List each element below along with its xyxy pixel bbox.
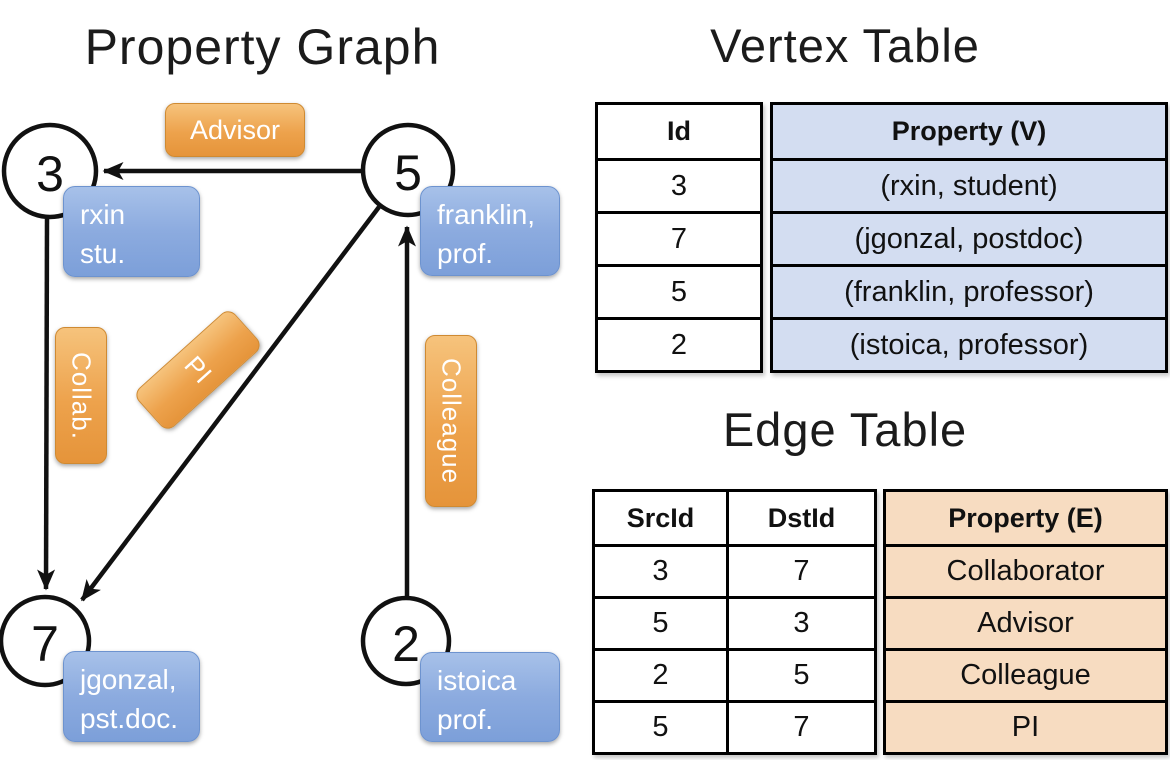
edge-dst-cell: 5 (726, 651, 874, 700)
table-row: 5 7 (595, 700, 874, 752)
edge-table-dstid-header: DstId (726, 492, 874, 544)
table-row: (franklin, professor) (773, 264, 1165, 317)
vertex-id-cell: 3 (670, 169, 688, 202)
edge-label-advisor-text: Advisor (189, 114, 281, 145)
table-row: Advisor (886, 596, 1165, 648)
edge-table-src-dst-columns: SrcId DstId 3 7 5 3 2 5 5 7 (592, 489, 877, 755)
edge-property-cell: Advisor (886, 599, 1165, 648)
table-row: (jgonzal, postdoc) (773, 211, 1165, 264)
edge-label-colleague: Colleague (425, 335, 477, 507)
vertex-property-cell: (istoica, professor) (773, 320, 1165, 370)
edge-table-title: Edge Table (722, 403, 968, 456)
edge-property-cell: Colleague (886, 651, 1165, 700)
vertex-box-rxin: rxin stu. (63, 186, 200, 277)
node-label-7: 7 (31, 616, 59, 672)
table-row: 2 5 (595, 648, 874, 700)
vertex-id-cell: 2 (670, 328, 688, 361)
node-label-2: 2 (392, 616, 420, 672)
table-row: (rxin, student) (773, 158, 1165, 211)
table-row: 5 3 (595, 596, 874, 648)
edge-label-collab-text: Collab. (66, 351, 97, 440)
vertex-box-jgonzal: jgonzal, pst.doc. (63, 651, 200, 742)
vertex-id-cell: 5 (670, 275, 688, 308)
node-label-3: 3 (36, 146, 64, 202)
edge-table-srcid-header: SrcId (626, 502, 695, 533)
edge-src-cell: 3 (652, 555, 669, 587)
node-label-5: 5 (394, 145, 422, 201)
table-row: Collaborator (886, 544, 1165, 596)
vertex-property-cell: (franklin, professor) (773, 267, 1165, 317)
edge-src-cell: 5 (652, 711, 669, 743)
table-row: 3 (598, 158, 760, 211)
edge-label-colleague-text: Colleague (436, 357, 467, 485)
vertex-table-id-column: Id 3 7 5 2 (595, 102, 763, 373)
edge-dst-cell: 3 (726, 599, 874, 648)
table-row: 5 (598, 264, 760, 317)
edge-table-property-column: Property (E) Collaborator Advisor Collea… (883, 489, 1168, 755)
edge-label-pi-text: PI (178, 349, 219, 390)
edge-label-collab: Collab. (55, 327, 107, 464)
table-row: (istoica, professor) (773, 317, 1165, 370)
edge-collaborator-3-to-7 (37, 218, 56, 591)
vertex-box-istoica: istoica prof. (420, 652, 560, 742)
table-row: 7 (598, 211, 760, 264)
vertex-table-title: Vertex Table (710, 19, 980, 72)
edge-pi-5-to-7 (80, 205, 381, 602)
edge-src-cell: 5 (652, 607, 669, 639)
edge-label-advisor: Advisor (165, 103, 305, 157)
vertex-box-franklin: franklin, prof. (420, 186, 560, 276)
table-row: 3 7 (595, 544, 874, 596)
table-row: Colleague (886, 648, 1165, 700)
table-row: 2 (598, 317, 760, 370)
table-row: PI (886, 700, 1165, 752)
vertex-table-property-column: Property (V) (rxin, student) (jgonzal, p… (770, 102, 1168, 373)
vertex-property-cell: (jgonzal, postdoc) (773, 214, 1165, 264)
vertex-property-cell: (rxin, student) (773, 161, 1165, 211)
edge-table-property-header: Property (E) (886, 492, 1165, 544)
edge-property-cell: Collaborator (886, 547, 1165, 596)
edge-src-cell: 2 (652, 659, 669, 691)
vertex-table-id-header: Id (667, 116, 691, 146)
vertex-id-cell: 7 (670, 222, 688, 255)
edge-dst-cell: 7 (726, 547, 874, 596)
property-graph-title: Property Graph (84, 19, 441, 75)
edge-property-cell: PI (886, 703, 1165, 752)
vertex-table-property-header: Property (V) (773, 105, 1165, 158)
edge-dst-cell: 7 (726, 703, 874, 752)
